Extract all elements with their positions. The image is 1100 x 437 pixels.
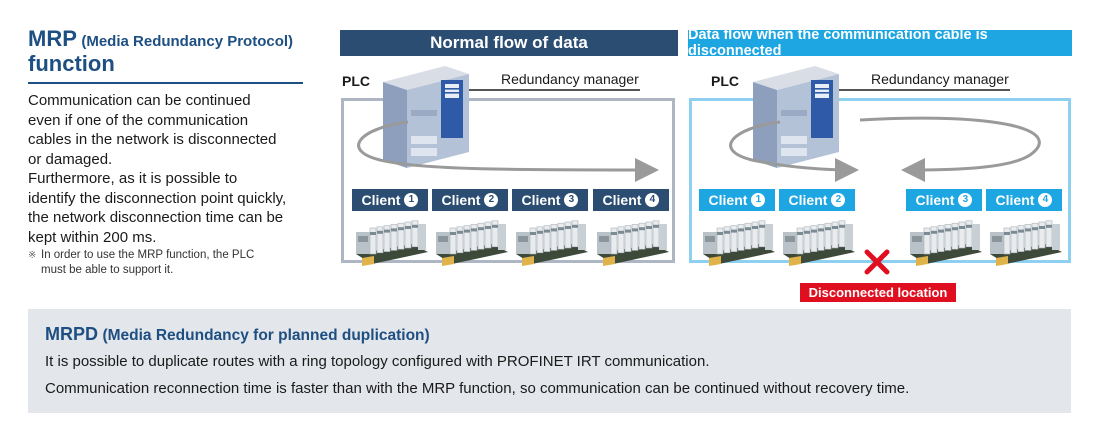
mrp-intro: MRP (Media Redundancy Protocol) function… <box>28 28 318 276</box>
client-number: 4 <box>645 193 660 207</box>
mrpd-box: MRPD (Media Redundancy for planned dupli… <box>28 309 1071 413</box>
client-number: 1 <box>404 193 419 207</box>
client-number: 3 <box>564 193 579 207</box>
mrpd-title-main: MRPD <box>45 324 98 344</box>
mrpd-line-2: Communication reconnection time is faste… <box>45 380 910 397</box>
mrp-title-main: MRP <box>28 26 77 51</box>
desc-line: cables in the network is disconnected <box>28 131 277 148</box>
client-number: 3 <box>958 193 973 207</box>
mrpd-title-paren: (Media Redundancy for planned duplicatio… <box>102 327 430 344</box>
mrp-title-paren: (Media Redundancy Protocol) <box>81 33 294 50</box>
client-label-text: Client <box>915 192 955 208</box>
manager-leader-line-right <box>838 89 1010 91</box>
title-divider <box>28 82 303 84</box>
client-label-text: Client <box>441 192 481 208</box>
mrpd-line-1: It is possible to duplicate routes with … <box>45 353 710 370</box>
redundancy-manager-label-right: Redundancy manager <box>871 71 1009 87</box>
mrp-title: MRP (Media Redundancy Protocol) function <box>28 28 318 75</box>
desc-line: identify the disconnection point quickly… <box>28 189 287 207</box>
valve-manifold-icon <box>783 220 855 266</box>
client-label-text: Client <box>708 192 748 208</box>
valve-manifold-icon <box>597 220 669 266</box>
valve-manifold-icon <box>910 220 982 266</box>
mrp-title-line2: function <box>28 51 115 76</box>
plc-server-icon-right <box>753 66 839 168</box>
valve-manifold-icon <box>703 220 775 266</box>
client-number: 1 <box>751 193 766 207</box>
note-mark: ※ <box>28 250 37 261</box>
valve-manifold-icon <box>990 220 1062 266</box>
client-label-text: Client <box>521 192 561 208</box>
note-line: In order to use the MRP function, the PL… <box>41 249 255 261</box>
disconnect-x-icon <box>864 249 890 275</box>
desc-line: even if one of the communication <box>28 111 249 129</box>
support-note: ※ In order to use the MRP function, the … <box>28 248 318 278</box>
desc-line: Furthermore, as it is possible to <box>28 170 238 187</box>
client-number: 4 <box>1038 193 1053 207</box>
normal-flow-header: Normal flow of data <box>340 30 678 56</box>
manager-leader-line-left <box>468 89 640 91</box>
flow-arrow-to-client2 <box>729 120 859 182</box>
disconnected-flow-header: Data flow when the communication cable i… <box>688 27 1072 59</box>
mrp-description: Communication can be continued even if o… <box>28 91 308 247</box>
desc-line: kept within 200 ms. <box>28 228 157 246</box>
desc-line: Communication can be continued <box>28 92 251 109</box>
client-label-text: Client <box>602 192 642 208</box>
alternate-route-arrow <box>859 116 1041 182</box>
plc-label-right: PLC <box>709 73 741 89</box>
note-line: must be able to support it. <box>41 264 174 276</box>
normal-flow-arrow <box>357 120 659 182</box>
client-label-text: Client <box>361 192 401 208</box>
redundancy-manager-label-left: Redundancy manager <box>501 71 639 87</box>
valve-manifold-icon <box>516 220 588 266</box>
desc-line: the network disconnection time can be <box>28 209 284 226</box>
client-number: 2 <box>831 193 846 207</box>
client-label-text: Client <box>788 192 828 208</box>
mrpd-title: MRPD (Media Redundancy for planned dupli… <box>45 324 430 345</box>
desc-line: or damaged. <box>28 150 113 168</box>
valve-manifold-icon <box>436 220 508 266</box>
valve-manifold-icon <box>356 220 428 266</box>
client-label-text: Client <box>995 192 1035 208</box>
normal-ring-frame <box>341 98 675 263</box>
plc-label-left: PLC <box>340 73 372 89</box>
client-number: 2 <box>484 193 499 207</box>
disconnected-location-label: Disconnected location <box>800 283 956 302</box>
